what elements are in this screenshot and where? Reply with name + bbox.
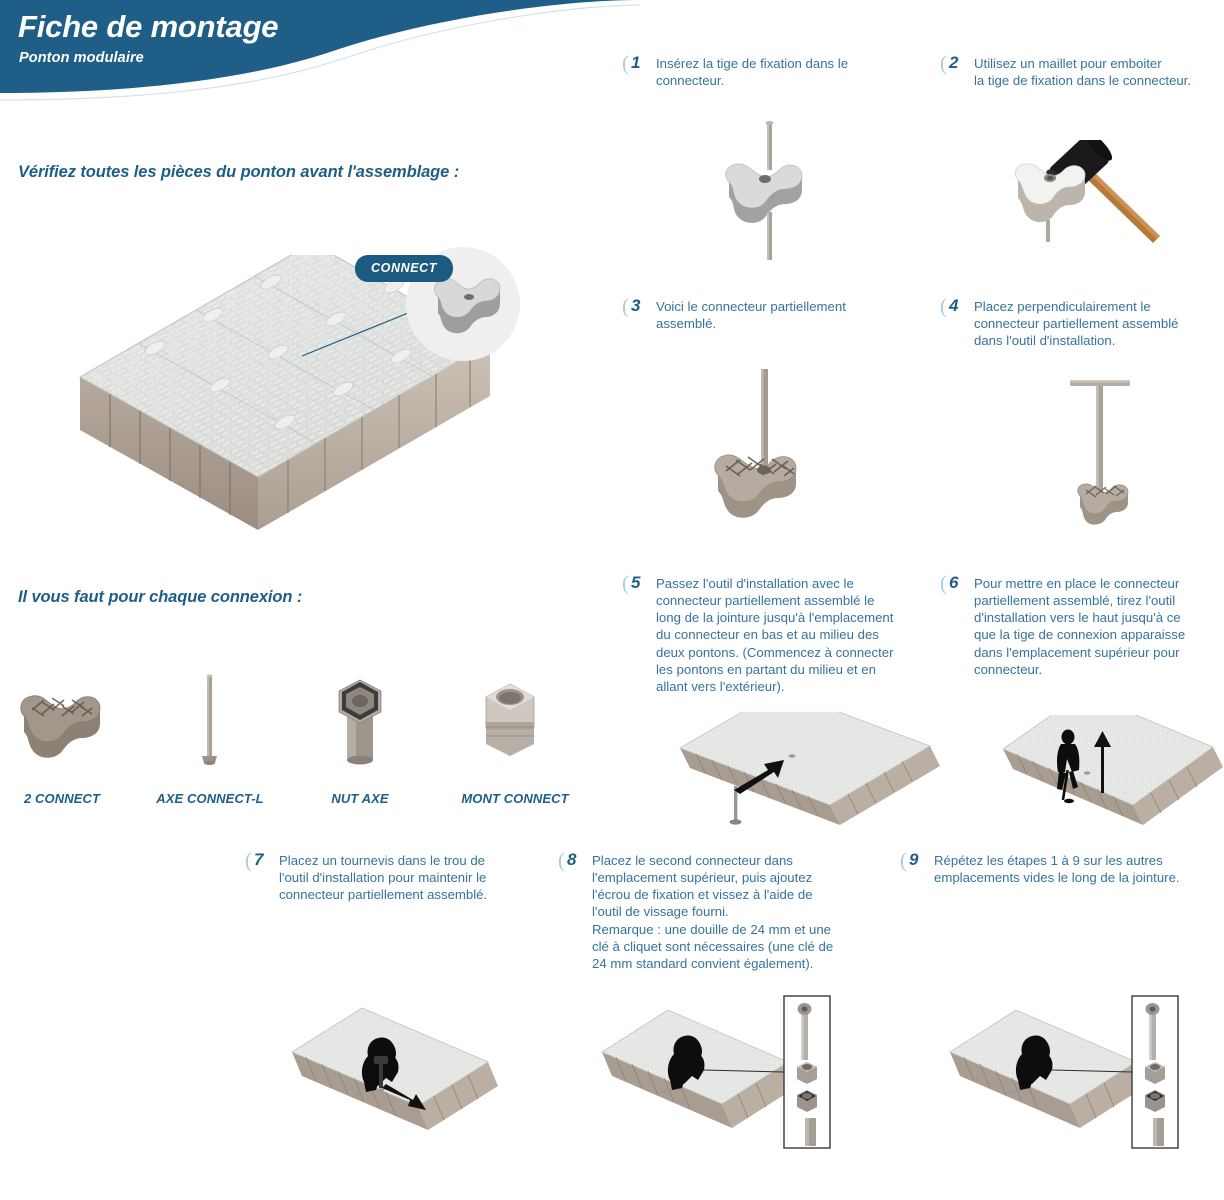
step-8-bracket: ( <box>558 848 565 872</box>
step-1-text: Insérez la tige de fixation dans le conn… <box>656 56 849 89</box>
step-6-number: 6 <box>949 573 959 592</box>
step-4-number: 4 <box>949 296 959 315</box>
step-4-bracket: ( <box>940 294 947 318</box>
step-5-text: Passez l'outil d'installation avec le co… <box>656 576 894 694</box>
step-5-illustration <box>668 712 953 832</box>
step-4: ( 4 Placez perpendiculairement le connec… <box>940 294 1224 349</box>
step-2-number: 2 <box>949 53 959 72</box>
step-1-bracket: ( <box>622 51 629 75</box>
step-1: ( 1 Insérez la tige de fixation dans le … <box>622 51 922 89</box>
required-parts-heading: Il vous faut pour chaque connexion : <box>18 588 303 606</box>
step-2-text: Utilisez un maillet pour emboiter la tig… <box>974 56 1192 89</box>
dock-platform-illustration <box>60 255 510 565</box>
part-icon-long-rod <box>185 672 235 768</box>
step-9-illustration <box>940 990 1210 1150</box>
part-label-1: AXE CONNECT-L <box>156 791 264 806</box>
step-9: ( 9 Répétez les étapes 1 à 9 sur les aut… <box>900 848 1210 886</box>
part-icon-connector-lattice <box>14 672 114 768</box>
step-7-illustration <box>282 990 507 1135</box>
step-2-bracket: ( <box>940 51 947 75</box>
part-label-0: 2 CONNECT <box>23 791 101 806</box>
step-4-illustration <box>1040 370 1160 535</box>
step-3: ( 3 Voici le connecteur partiellement as… <box>622 294 922 332</box>
part-label-3: MONT CONNECT <box>461 791 569 806</box>
header-banner-shape <box>0 0 640 101</box>
step-7-number: 7 <box>254 850 264 869</box>
step-9-bracket: ( <box>900 848 907 872</box>
step-9-text: Répétez les étapes 1 à 9 sur les autres … <box>934 853 1180 886</box>
step-4-text: Placez perpendiculairement le connecteur… <box>974 299 1179 349</box>
step-8-text: Placez le second connecteur dans l'empla… <box>592 853 834 971</box>
part-icon-mounting-sleeve <box>470 672 550 768</box>
part-label-2: NUT AXE <box>331 791 389 806</box>
step-7: ( 7 Placez un tournevis dans le trou de … <box>245 848 545 903</box>
step-3-number: 3 <box>631 296 641 315</box>
step-1-illustration <box>715 120 825 265</box>
step-8-illustration <box>592 990 862 1150</box>
step-3-illustration <box>700 365 840 535</box>
part-icon-hex-nut-bolt <box>325 672 395 768</box>
step-1-number: 1 <box>631 53 641 72</box>
step-5-number: 5 <box>631 573 641 592</box>
step-8-number: 8 <box>567 850 577 869</box>
check-parts-heading: Vérifiez toutes les pièces du ponton ava… <box>18 163 460 181</box>
step-6-text: Pour mettre en place le connecteur parti… <box>974 576 1186 677</box>
step-6: ( 6 Pour mettre en place le connecteur p… <box>940 571 1224 678</box>
page-title: Fiche de montage <box>18 9 279 44</box>
step-9-number: 9 <box>909 850 919 869</box>
step-3-text: Voici le connecteur partiellement assemb… <box>656 299 846 332</box>
step-2-illustration <box>1010 140 1185 260</box>
step-5: ( 5 Passez l'outil d'installation avec l… <box>622 571 932 695</box>
page-subtitle: Ponton modulaire <box>19 50 144 67</box>
step-3-bracket: ( <box>622 294 629 318</box>
step-8: ( 8 Placez le second connecteur dans l'e… <box>558 848 868 972</box>
step-7-text: Placez un tournevis dans le trou de l'ou… <box>279 853 488 903</box>
step-7-bracket: ( <box>245 848 252 872</box>
step-6-bracket: ( <box>940 571 947 595</box>
step-5-bracket: ( <box>622 571 629 595</box>
step-6-illustration <box>995 715 1224 833</box>
step-2: ( 2 Utilisez un maillet pour emboiter la… <box>940 51 1224 89</box>
page-header: Fiche de montage Ponton modulaire <box>0 0 640 110</box>
connect-badge: CONNECT <box>355 255 454 282</box>
